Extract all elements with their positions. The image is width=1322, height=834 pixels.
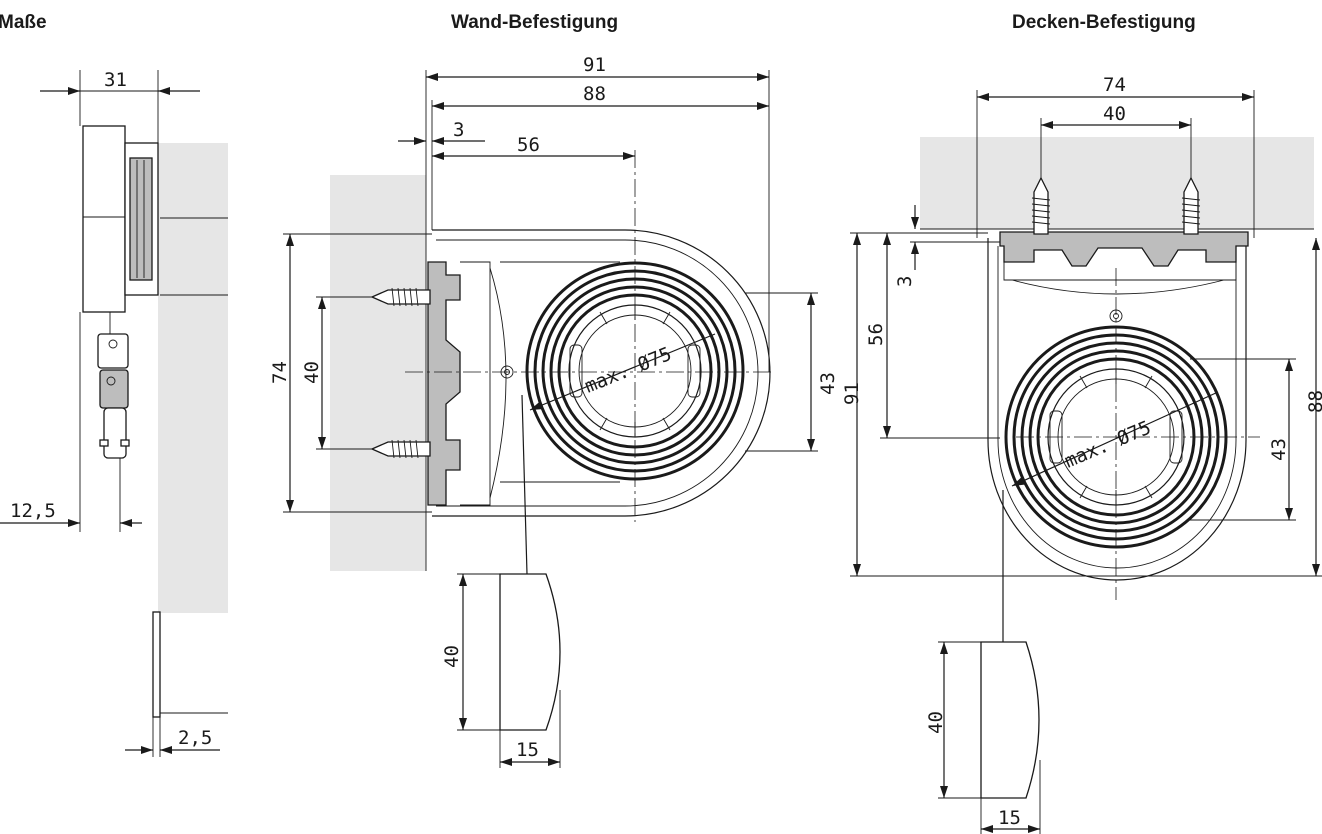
side-width-dim: 31 (104, 69, 127, 91)
wall-surface (330, 175, 426, 571)
wall-spool-half-dim: 43 (817, 372, 839, 395)
side-view: 31 12,5 2,5 (0, 69, 228, 757)
wall-height-dim: 74 (269, 361, 291, 384)
ceiling-mount-view: max. Ø75 74 40 91 56 3 43 88 (841, 74, 1322, 834)
wall-screw-top (370, 287, 431, 307)
wall-screw-bottom (370, 439, 431, 459)
wall-spool-label: max. Ø75 (582, 343, 675, 398)
side-wall (158, 143, 228, 613)
side-thickness-dim: 2,5 (178, 727, 212, 749)
wall-mount-view: max. Ø75 91 88 3 56 74 40 43 (269, 54, 839, 768)
ceiling-depth-dim: 88 (1305, 390, 1322, 413)
wall-handle-height-dim: 40 (441, 645, 463, 668)
ceiling-spool-half-dim: 43 (1268, 438, 1290, 461)
ceiling-mount-heading: Decken-Befestigung (1012, 12, 1196, 33)
ceiling-height-dim: 91 (841, 382, 863, 405)
ceiling-gap-dim: 3 (894, 276, 916, 287)
wall-cord (521, 394, 528, 575)
ceiling-handle-width-dim: 15 (998, 807, 1021, 829)
wall-housing (432, 229, 771, 517)
wall-width-outer-dim: 91 (583, 54, 606, 76)
ceiling-spool-label: max. Ø75 (1061, 417, 1154, 473)
wall-handle-width-dim: 15 (516, 739, 539, 761)
wall-handle (499, 573, 561, 731)
wall-axis-dim: 56 (517, 134, 540, 156)
ceiling-screw-spacing-dim: 40 (1103, 103, 1126, 125)
side-clip (97, 333, 129, 369)
wall-screw-spacing-dim: 40 (301, 361, 323, 384)
wall-gap-dim: 3 (453, 119, 464, 141)
ceiling-handle (980, 641, 1040, 799)
ceiling-bracket-rail (999, 231, 1249, 267)
side-offset-dim: 12,5 (10, 500, 56, 522)
wall-width-inner-dim: 88 (583, 83, 606, 105)
ceiling-width-dim: 74 (1103, 74, 1126, 96)
side-view-heading: Maße (0, 12, 47, 33)
ceiling-axis-dim: 56 (865, 323, 887, 346)
side-cord-end (103, 407, 127, 459)
side-strip (152, 611, 161, 718)
ceiling-surface (920, 137, 1314, 229)
ceiling-screw-right (1181, 176, 1201, 235)
wall-mount-heading: Wand-Befestigung (451, 12, 619, 33)
wall-bracket-rail (427, 261, 461, 506)
ceiling-housing (987, 238, 1247, 581)
ceiling-handle-height-dim: 40 (925, 711, 947, 734)
ceiling-screw-left (1031, 176, 1051, 235)
side-housing (82, 125, 126, 313)
